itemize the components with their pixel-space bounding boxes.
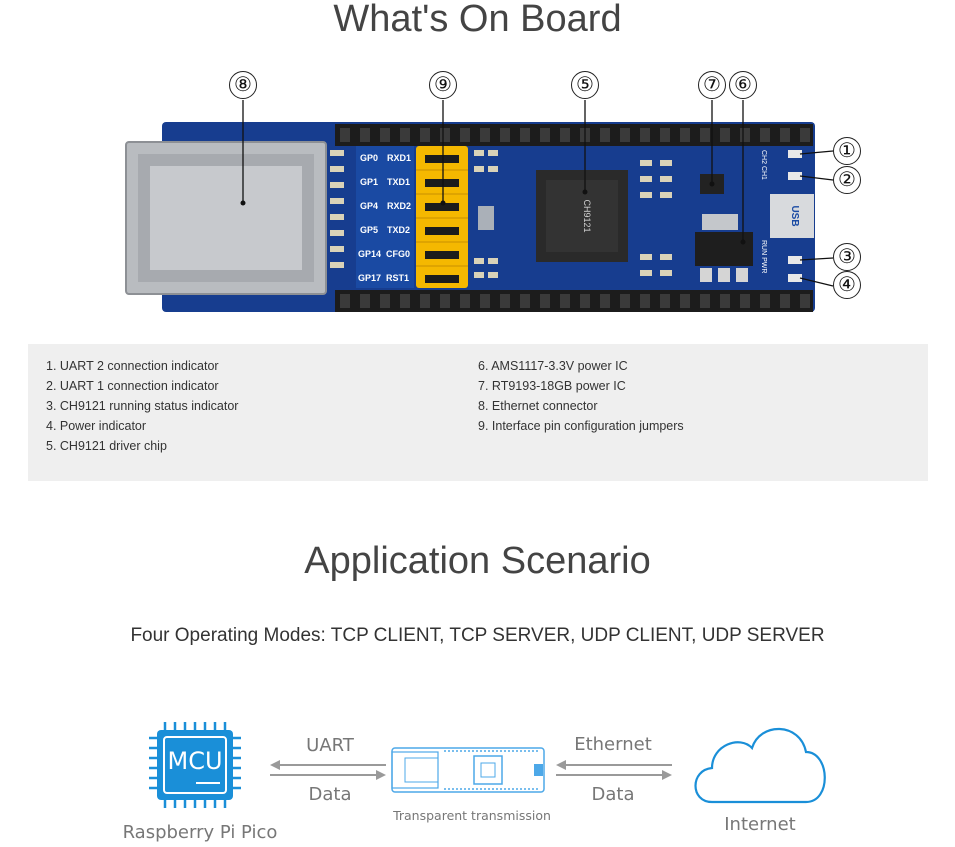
cloud-icon [694, 727, 826, 804]
legend-item: 7. RT9193-18GB power IC [478, 379, 626, 393]
legend-list-right: 6. AMS1117-3.3V power IC 7. RT9193-18GB … [478, 356, 684, 436]
callout-6: ⑥ [729, 71, 757, 99]
pin-label-area [356, 146, 414, 288]
pin-label: RXD1 [387, 153, 411, 163]
legend-panel [28, 344, 928, 481]
section-title-onboard: What's On Board [333, 0, 622, 40]
data-label-right: Data [591, 784, 635, 805]
pin-label: GP5 [360, 225, 378, 235]
module-caption: Transparent transmission [393, 808, 551, 823]
legend-item: 3. CH9121 running status indicator [46, 399, 239, 413]
pin-label: GP14 [358, 249, 381, 259]
pin-header-top [335, 124, 813, 146]
callout-8: ⑧ [229, 71, 257, 99]
section-title-application: Application Scenario [304, 540, 651, 582]
callout-4: ④ [833, 271, 861, 299]
callout-3: ③ [833, 243, 861, 271]
mcu-caption: Raspberry Pi Pico [122, 822, 278, 843]
uart-arrows [270, 760, 386, 780]
power-ic-ams1117 [695, 232, 753, 266]
callout-2: ② [833, 166, 861, 194]
legend-item: 1. UART 2 connection indicator [46, 359, 219, 373]
callout-9: ⑨ [429, 71, 457, 99]
usb-port [770, 194, 814, 238]
pin-label: GP0 [360, 153, 378, 163]
legend-item: 5. CH9121 driver chip [46, 439, 167, 453]
cloud-caption: Internet [724, 814, 796, 835]
jumper-block [416, 146, 468, 288]
ch-label: CH2 CH1 [760, 150, 767, 180]
callout-5: ⑤ [571, 71, 599, 99]
run-pwr-label: RUN PWR [760, 240, 767, 273]
legend-item: 8. Ethernet connector [478, 399, 598, 413]
pin-label: RST1 [386, 273, 409, 283]
legend-item: 9. Interface pin configuration jumpers [478, 419, 684, 433]
mcu-label: MCU [167, 747, 223, 775]
pin-label: TXD1 [387, 177, 410, 187]
legend-item: 2. UART 1 connection indicator [46, 379, 219, 393]
crystal [478, 206, 494, 230]
legend-item: 6. AMS1117-3.3V power IC [478, 359, 628, 373]
legend-item: 4. Power indicator [46, 419, 147, 433]
pin-label: TXD2 [387, 225, 410, 235]
callout-1: ① [833, 137, 861, 165]
ethernet-label: Ethernet [574, 734, 652, 755]
callout-7: ⑦ [698, 71, 726, 99]
pin-label: GP4 [360, 201, 378, 211]
board-image: GP0 GP1 GP4 GP5 GP14 GP17 RXD1 TXD1 RXD2… [125, 100, 834, 312]
chip-label: CH9121 [582, 199, 592, 232]
pin-label: GP17 [358, 273, 381, 283]
uart-label: UART [306, 735, 354, 756]
pin-label: GP1 [360, 177, 378, 187]
legend-list-left: 1. UART 2 connection indicator 2. UART 1… [46, 356, 238, 456]
pin-label: RXD2 [387, 201, 411, 211]
usb-label: USB [789, 205, 800, 226]
ethernet-arrows [556, 760, 672, 780]
ethernet-module-icon [391, 747, 545, 793]
application-diagram [149, 722, 826, 808]
operating-modes-text: Four Operating Modes: TCP CLIENT, TCP SE… [130, 625, 825, 646]
data-label-left: Data [308, 784, 352, 805]
mcu-icon [149, 722, 241, 808]
pin-label: CFG0 [386, 249, 410, 259]
pin-header-bottom [335, 290, 813, 312]
